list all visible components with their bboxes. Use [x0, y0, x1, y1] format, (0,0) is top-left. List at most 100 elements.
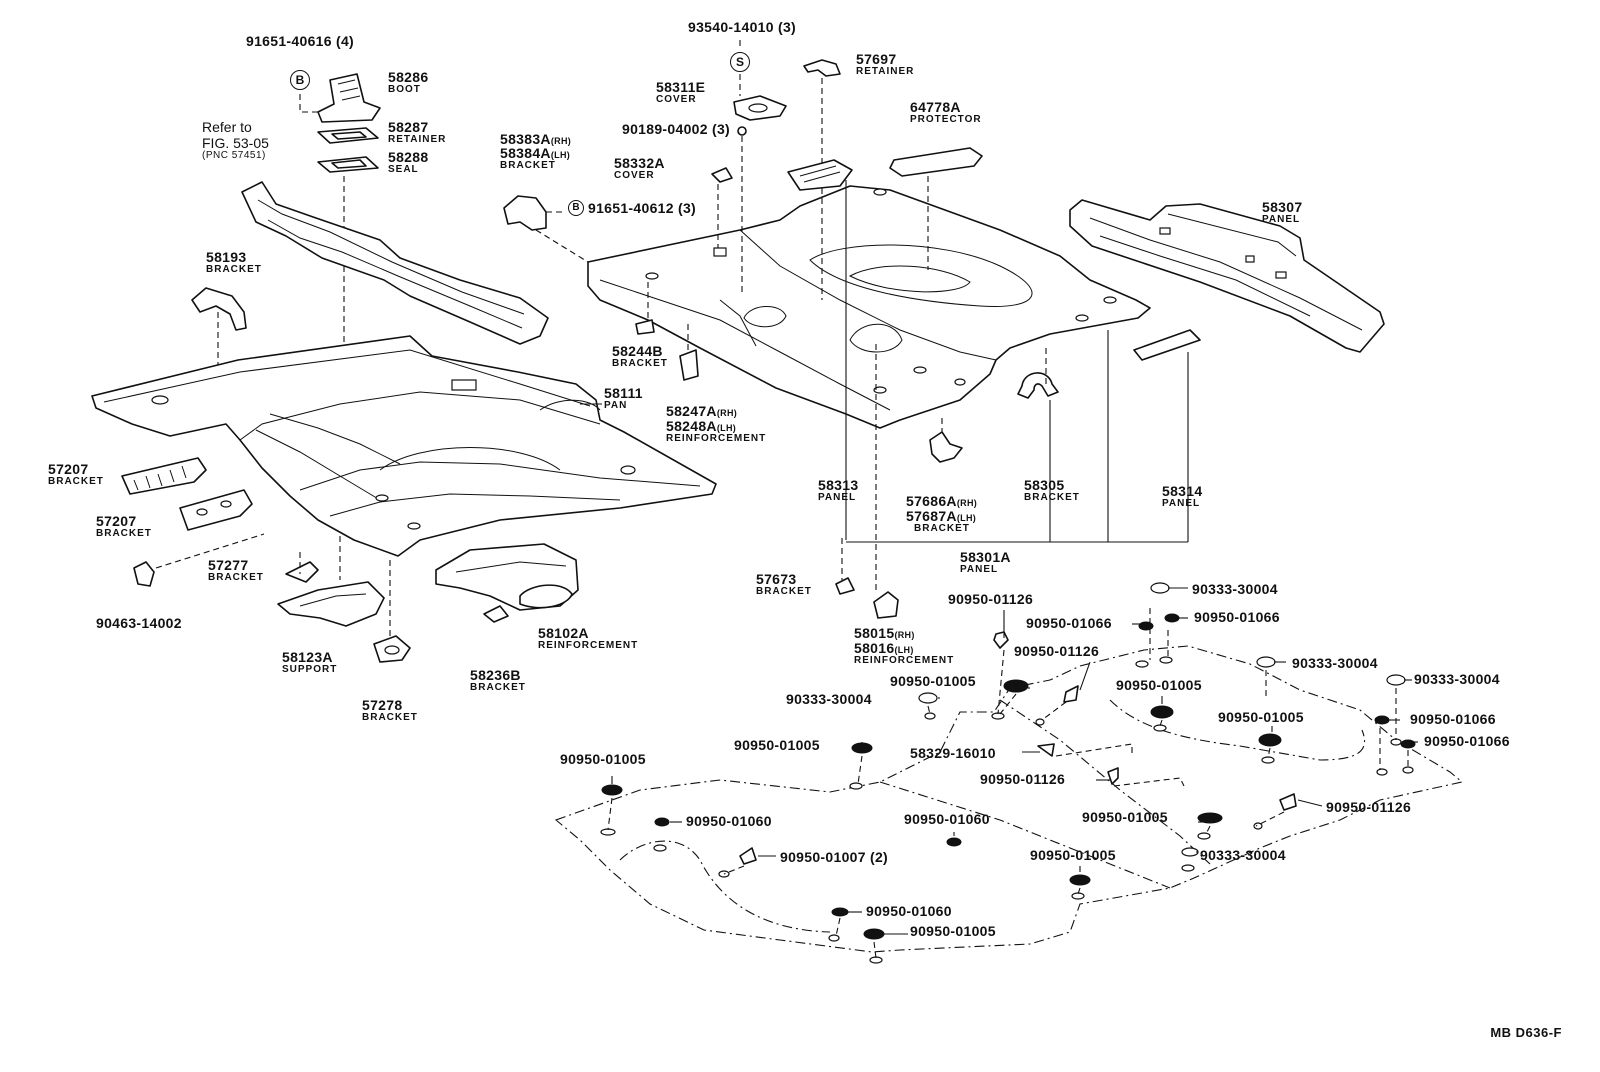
label-58286: 58286 BOOT: [388, 70, 428, 95]
part-number: 58288: [388, 149, 429, 165]
label-fastener: 90950-01005: [1116, 678, 1202, 692]
cover-58311E: [733, 95, 787, 121]
label-fastener: 90950-01005: [1030, 848, 1116, 862]
refer-line-1: Refer to: [202, 119, 252, 135]
part-number: 64778A: [910, 99, 961, 115]
label-fastener: 90950-01005: [910, 924, 996, 938]
label-58193: 58193 BRACKET: [206, 250, 262, 275]
label-58247A-58248A: 58247A(RH) 58248A(LH) REINFORCEMENT: [666, 404, 766, 444]
part-number: 90950-01005: [1030, 847, 1116, 863]
part-name: PANEL: [1162, 498, 1201, 509]
label-57277: 57277 BRACKET: [208, 558, 264, 583]
part-number-text: 57686A: [906, 493, 957, 509]
part-number: 58301A: [960, 549, 1011, 565]
retainer-58287: [317, 127, 379, 144]
part-number: 90950-01060: [866, 903, 952, 919]
label-58332A: 58332A COVER: [614, 156, 665, 181]
label-57686A-57687A: 57686A(RH) 57687A(LH) BRACKET: [906, 494, 977, 534]
part-number: 90950-01005: [910, 923, 996, 939]
label-fastener: 90950-01066: [1026, 616, 1112, 630]
part-number: 90333-30004: [786, 691, 872, 707]
label-58313: 58313 PANEL: [818, 478, 858, 503]
label-fastener: 90333-30004: [786, 692, 872, 706]
part-number: 58307: [1262, 199, 1303, 215]
part-number: 90189-04002 (3): [622, 121, 731, 137]
part-number: 90333-30004: [1192, 581, 1278, 597]
refer-line-3: (PNC 57451): [202, 150, 266, 161]
part-name: REINFORCEMENT: [666, 433, 767, 444]
grommets: [601, 582, 1416, 940]
bracket-57207-lower: [179, 489, 253, 531]
part-number-rh: 57686A(RH): [906, 494, 977, 508]
label-58314: 58314 PANEL: [1162, 484, 1202, 509]
label-57697: 57697 RETAINER: [856, 52, 914, 77]
part-name: PROTECTOR: [910, 114, 982, 125]
label-58123A: 58123A SUPPORT: [282, 650, 337, 675]
part-number: 58311E: [656, 79, 706, 95]
callout-b-icon: B: [568, 200, 584, 216]
part-number: 90950-01066: [1410, 711, 1496, 727]
part-number: 91651-40612 (3): [588, 200, 697, 216]
part-number: 58236B: [470, 667, 521, 683]
part-number: 58123A: [282, 649, 333, 665]
label-fastener: 90950-01126: [948, 592, 1033, 606]
label-64778A: 64778A PROTECTOR: [910, 100, 982, 125]
side-suffix: (RH): [550, 136, 572, 146]
reinforcement-58102A: [435, 543, 579, 611]
label-fastener: 90950-01126: [980, 772, 1065, 786]
label-fastener: 90950-01005: [1082, 810, 1168, 824]
bracket-57278: [373, 635, 411, 663]
part-number: 58314: [1162, 483, 1203, 499]
part-number: 58313: [818, 477, 859, 493]
part-number: 90950-01060: [686, 813, 772, 829]
part-name: SUPPORT: [282, 664, 338, 675]
part-number-rh: 58015(RH): [854, 626, 954, 640]
label-fastener: 90950-01060: [866, 904, 952, 918]
label-91651-40616: 91651-40616 (4): [246, 34, 354, 48]
label-58287: 58287 RETAINER: [388, 120, 446, 145]
label-fastener: 90333-30004: [1192, 582, 1278, 596]
bracket-57673: [835, 577, 855, 595]
label-90463-14002: 90463-14002: [96, 616, 182, 630]
part-name: BRACKET: [500, 160, 556, 171]
side-suffix: (RH): [716, 408, 738, 418]
part-number: 90950-01126: [980, 771, 1066, 787]
part-number: 90333-30004: [1292, 655, 1378, 671]
part-name: PANEL: [1262, 214, 1301, 225]
callout-bolt-s: S: [730, 52, 750, 72]
part-number: 90950-01005: [1082, 809, 1168, 825]
protector-64778A: [889, 147, 983, 177]
label-58244B: 58244B BRACKET: [612, 344, 668, 369]
label-fastener: 90950-01066: [1194, 610, 1280, 624]
part-name: BOOT: [388, 84, 421, 95]
part-name: RETAINER: [388, 134, 447, 145]
part-number: 90950-01007 (2): [780, 849, 889, 865]
refer-note: Refer to FIG. 53-05 (PNC 57451): [202, 120, 269, 161]
label-58311E: 58311E COVER: [656, 80, 705, 105]
part-number: 90950-01126: [1326, 799, 1412, 815]
label-fastener: 90950-01007 (2): [780, 850, 888, 864]
part-number: 58193: [206, 249, 247, 265]
label-fastener: 90950-01126: [1014, 644, 1099, 658]
part-number: 90950-01066: [1424, 733, 1510, 749]
label-fastener: 90333-30004: [1292, 656, 1378, 670]
part-number: 58332A: [614, 155, 665, 171]
part-number-lh: 58248A(LH): [666, 419, 766, 433]
part-number: 57697: [856, 51, 897, 67]
part-number: 57207: [96, 513, 137, 529]
side-suffix: (LH): [716, 423, 737, 433]
part-number: 90950-01126: [948, 591, 1034, 607]
rear-floor-pan: [587, 185, 1151, 429]
part-number: 90950-01126: [1014, 643, 1100, 659]
reinforcement-58015-58016: [873, 591, 899, 619]
panel-58314: [1133, 329, 1201, 361]
label-58111: 58111 PAN: [604, 386, 643, 411]
label-fastener: 90950-01005: [1218, 710, 1304, 724]
mat-holes: [600, 656, 1414, 964]
part-name: BRACKET: [1024, 492, 1080, 503]
floor-silencer: [554, 645, 1464, 953]
part-number-lh: 57687A(LH): [906, 509, 977, 523]
part-number-text: 58247A: [666, 403, 717, 419]
